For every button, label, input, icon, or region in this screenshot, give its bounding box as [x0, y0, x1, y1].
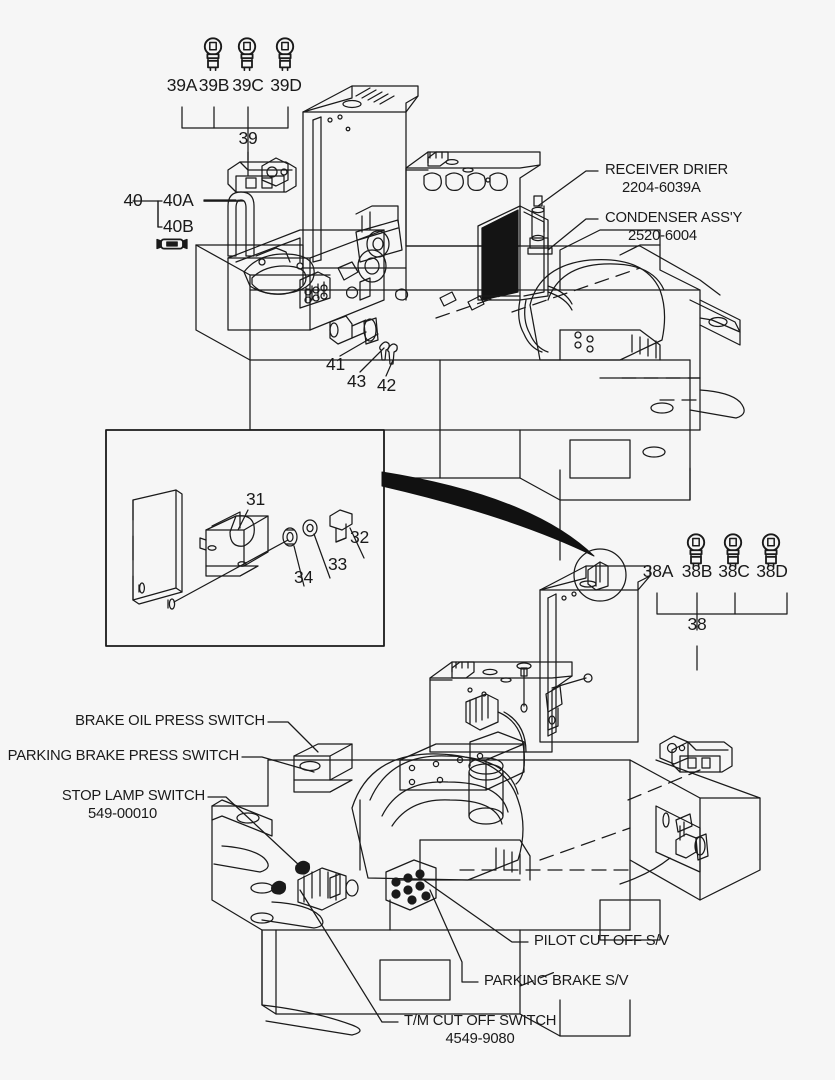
callout-38B: 38B	[681, 561, 713, 581]
callout-31: 31	[246, 489, 266, 509]
part-label-tm-cut-off-switch: T/M CUT OFF SWITCH	[404, 1013, 557, 1029]
callout-32: 32	[350, 527, 370, 547]
callout-33: 33	[328, 554, 348, 574]
part-label-parking-brake-press-switch: PARKING BRAKE PRESS SWITCH	[7, 748, 240, 764]
part-number-receiver-drier: 2204-6039A	[622, 180, 701, 196]
callout-39A: 39A	[166, 75, 198, 95]
callout-43: 43	[347, 371, 367, 391]
part-label-brake-oil-press-switch: BRAKE OIL PRESS SWITCH	[75, 713, 265, 729]
part-label-receiver-drier: RECEIVER DRIER	[605, 162, 728, 178]
callout-38A: 38A	[642, 561, 674, 581]
callout-34: 34	[294, 567, 314, 587]
callout-41: 41	[326, 354, 346, 374]
part-label-parking-brake-sv: PARKING BRAKE S/V	[484, 973, 629, 989]
part-label-stop-lamp-switch: STOP LAMP SWITCH	[61, 788, 205, 804]
callout-38-group: 38	[687, 614, 707, 634]
callout-39C: 39C	[232, 75, 264, 95]
callout-38D: 38D	[756, 561, 788, 581]
callout-39-group: 39	[238, 128, 258, 148]
part-number-stop-lamp-switch: 549-00010	[88, 806, 157, 822]
callout-38C: 38C	[718, 561, 750, 581]
callout-42: 42	[377, 375, 397, 395]
part-label-condenser-assy: CONDENSER ASS'Y	[605, 210, 743, 226]
part-label-pilot-cut-off-sv: PILOT CUT OFF S/V	[534, 933, 670, 949]
part-number-condenser-assy: 2520-6004	[628, 228, 697, 244]
callout-39D: 39D	[270, 75, 302, 95]
callout-40B: 40B	[163, 216, 194, 236]
callout-39B: 39B	[198, 75, 230, 95]
callout-40-group: 40	[123, 190, 143, 210]
part-number-tm-cut-off-switch: 4549-9080	[445, 1031, 515, 1047]
callout-40A: 40A	[163, 190, 194, 210]
